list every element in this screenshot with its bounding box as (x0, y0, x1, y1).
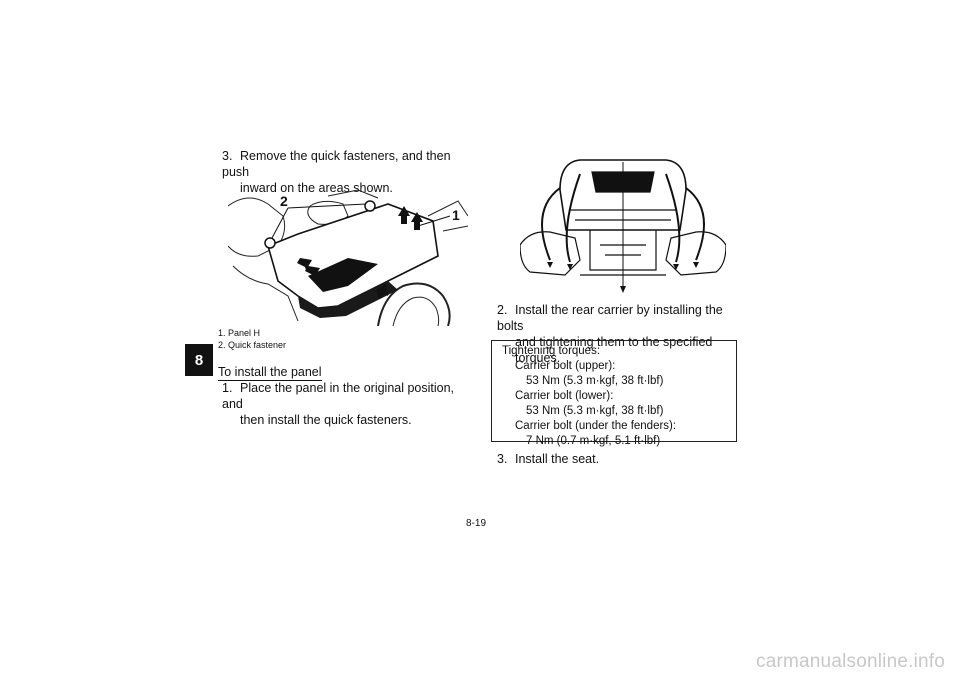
figure-legend: 1. Panel H 2. Quick fastener (218, 327, 286, 351)
step-text-line1: Install the seat. (515, 452, 600, 466)
upper-bolt-label: Carrier bolt (upper): (515, 360, 616, 372)
step-text-line1: Install the rear carrier by installing t… (497, 303, 723, 333)
step-text-line2: inward on the areas shown. (240, 181, 393, 195)
step-3-remove: 3.Remove the quick fasteners, and then p… (222, 148, 466, 196)
tightening-torques-box: Tightening torques: Carrier bolt (upper)… (491, 340, 737, 447)
step-3-install-seat: 3. Install the seat. (497, 451, 741, 467)
callout-2: 2 (280, 193, 288, 209)
upper-bolt-value: 53 Nm (5.3 m·kgf, 38 ft·lbf) (526, 375, 664, 387)
step-text-line2: then install the quick fasteners. (240, 413, 412, 427)
lower-bolt-value: 53 Nm (5.3 m·kgf, 38 ft·lbf) (526, 405, 664, 417)
step-number: 3. (222, 149, 233, 163)
page-number: 8-19 (466, 518, 487, 529)
legend-item-panel-h: 1. Panel H (218, 328, 261, 338)
step-text-line1: Remove the quick fasteners, and then pus… (222, 149, 451, 179)
step-number: 3. (497, 452, 508, 466)
step-2-install-carrier: 2.Install the rear carrier by installing… (497, 302, 741, 366)
callout-1: 1 (452, 207, 460, 223)
panel-h-illustration: 2 1 (228, 189, 468, 326)
section-subheading: To install the panel (218, 365, 322, 381)
chapter-tab: 8 (185, 344, 213, 376)
torques-title: Tightening torques: (502, 345, 601, 357)
legend-item-quick-fastener: 2. Quick fastener (218, 340, 287, 350)
step-text-line2: and tightening them to the specified tor… (515, 335, 713, 365)
step-text-line1: Place the panel in the original position… (222, 381, 455, 411)
fender-bolt-label: Carrier bolt (under the fenders): (515, 420, 677, 432)
rear-carrier-illustration (520, 159, 726, 293)
lower-bolt-label: Carrier bolt (lower): (515, 390, 614, 402)
step-number: 2. (497, 303, 508, 317)
watermark-link[interactable]: carmanualsonline.info (756, 651, 946, 672)
fender-bolt-value: 7 Nm (0.7 m·kgf, 5.1 ft·lbf) (526, 435, 661, 447)
step-number: 1. (222, 381, 233, 395)
step-1-install: 1.Place the panel in the original positi… (222, 380, 466, 428)
